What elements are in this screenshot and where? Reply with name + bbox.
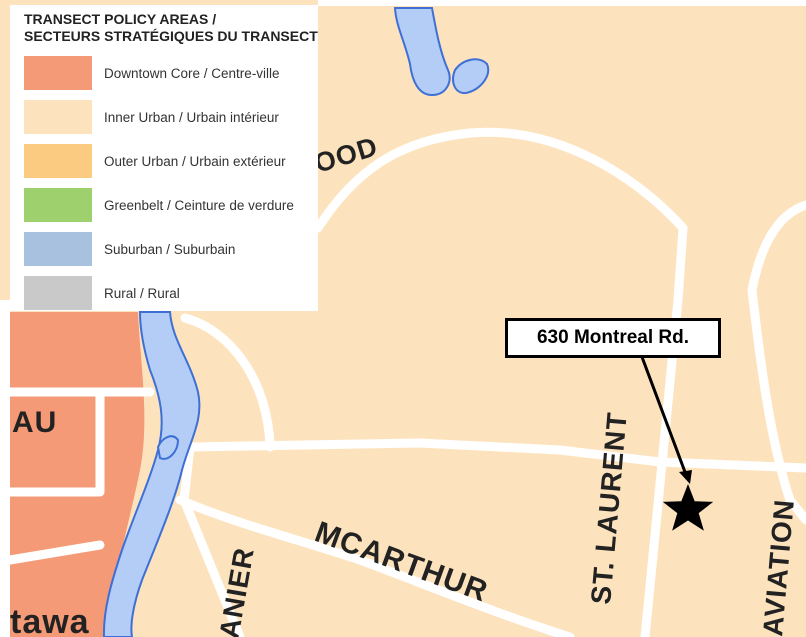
legend-title-line-2: SECTEURS STRATÉGIQUES DU TRANSECT: [24, 28, 318, 44]
legend: TRANSECT POLICY AREAS / SECTEURS STRATÉG…: [10, 5, 318, 311]
legend-label-downtown-core: Downtown Core / Centre-ville: [104, 65, 280, 81]
legend-label-outer-urban: Outer Urban / Urbain extérieur: [104, 153, 286, 169]
area-label-ottawa: tawa: [10, 603, 90, 637]
lake-north-east: [452, 58, 490, 95]
star-icon[interactable]: [662, 484, 714, 531]
legend-label-greenbelt: Greenbelt / Ceinture de verdure: [104, 197, 294, 213]
legend-swatch-greenbelt: [24, 188, 92, 222]
lake-north: [393, 7, 451, 97]
road-network: [5, 127, 806, 637]
address-callout: 630 Montreal Rd.: [505, 318, 721, 358]
road-mcarthur: [175, 495, 575, 637]
road-st-laurent: [640, 223, 688, 637]
legend-swatch-inner-urban: [24, 100, 92, 134]
legend-swatch-suburban: [24, 232, 92, 266]
legend-item-suburban: Suburban / Suburbain: [24, 227, 318, 271]
legend-swatch-rural: [24, 276, 92, 310]
road-downtown-vertical: [5, 387, 105, 497]
road-aviation: [747, 200, 806, 525]
map-top-border: [318, 0, 806, 6]
callout-arrow-line: [640, 356, 687, 473]
legend-item-rural: Rural / Rural: [24, 271, 318, 315]
legend-label-inner-urban: Inner Urban / Urbain intérieur: [104, 109, 279, 125]
road-montreal: [185, 438, 806, 473]
river: [102, 311, 201, 637]
legend-item-inner-urban: Inner Urban / Urbain intérieur: [24, 95, 318, 139]
river-island: [156, 435, 180, 460]
road-vanier: [179, 442, 245, 637]
road-southwest: [5, 540, 105, 565]
address-callout-text: 630 Montreal Rd.: [536, 327, 690, 348]
map-left-border: [0, 300, 10, 637]
legend-item-greenbelt: Greenbelt / Ceinture de verdure: [24, 183, 318, 227]
callout-arrow-head: [679, 470, 692, 484]
legend-swatch-outer-urban: [24, 144, 92, 178]
legend-label-rural: Rural / Rural: [104, 285, 180, 301]
area-label-au: AU: [12, 406, 57, 439]
legend-title-line-1: TRANSECT POLICY AREAS /: [24, 11, 217, 27]
road-west-loop: [180, 313, 275, 452]
legend-title: TRANSECT POLICY AREAS / SECTEURS STRATÉG…: [24, 11, 318, 45]
legend-swatch-downtown-core: [24, 56, 92, 90]
legend-item-outer-urban: Outer Urban / Urbain extérieur: [24, 139, 318, 183]
legend-label-suburban: Suburban / Suburbain: [104, 241, 236, 257]
road-curve-north: [313, 127, 688, 233]
legend-item-downtown-core: Downtown Core / Centre-ville: [24, 51, 318, 95]
